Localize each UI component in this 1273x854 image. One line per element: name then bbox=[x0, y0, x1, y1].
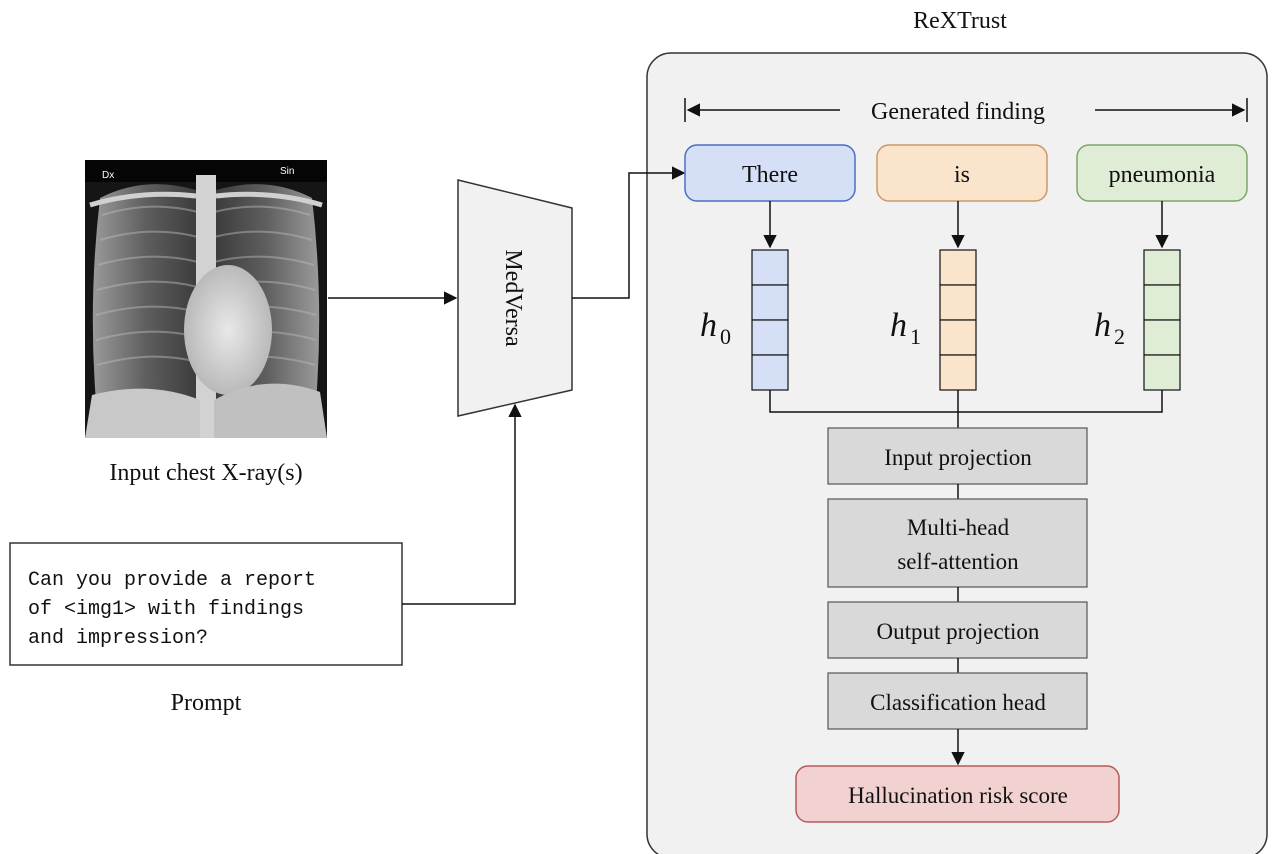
hidden-label-1: h bbox=[890, 307, 907, 344]
hidden-subscript-0: 0 bbox=[720, 324, 731, 349]
token-label-0: There bbox=[742, 162, 798, 188]
generated-finding-label: Generated finding bbox=[871, 99, 1045, 125]
hidden-cell-1-2 bbox=[939, 319, 977, 356]
medversa-label: MedVersa bbox=[500, 249, 526, 347]
hidden-cell-0-1 bbox=[751, 284, 789, 321]
prompt-line-3: and impression? bbox=[28, 627, 208, 650]
model-to-finding-arrow bbox=[572, 166, 686, 299]
merge-line bbox=[769, 390, 1163, 413]
classification-head-block bbox=[827, 672, 1088, 730]
xray-marker-dx: Dx bbox=[102, 170, 114, 181]
hidden-label-0: h bbox=[700, 307, 717, 344]
prompt-line-1: Can you provide a report bbox=[28, 569, 316, 592]
xray-caption: Input chest X-ray(s) bbox=[109, 460, 302, 486]
attention-label-line-2: self-attention bbox=[897, 549, 1019, 574]
hallucination-risk-box bbox=[795, 765, 1120, 823]
hidden-cell-1-3 bbox=[939, 354, 977, 391]
hidden-cell-0-3 bbox=[751, 354, 789, 391]
hidden-subscript-2: 2 bbox=[1114, 324, 1125, 349]
xray-marker-sin: Sin bbox=[280, 166, 294, 177]
attention-label-line-1: Multi-head bbox=[907, 515, 1010, 540]
hidden-cell-2-3 bbox=[1143, 354, 1181, 391]
hidden-cell-2-1 bbox=[1143, 284, 1181, 321]
chest-xray-image: Dx Sin bbox=[85, 160, 327, 438]
input-projection-label: Input projection bbox=[884, 445, 1032, 470]
hidden-subscript-1: 1 bbox=[910, 324, 921, 349]
prompt-caption: Prompt bbox=[171, 690, 242, 716]
classification-head-label: Classification head bbox=[870, 690, 1046, 715]
output-projection-label: Output projection bbox=[877, 619, 1040, 644]
diagram-title: ReXTrust bbox=[913, 8, 1007, 34]
input-projection-block bbox=[827, 427, 1088, 485]
output-projection-block bbox=[827, 601, 1088, 659]
hallucination-risk-label: Hallucination risk score bbox=[848, 783, 1068, 808]
hidden-cell-0-2 bbox=[751, 319, 789, 356]
token-box-1 bbox=[876, 144, 1048, 202]
hidden-label-2: h bbox=[1094, 307, 1111, 344]
hidden-cell-2-0 bbox=[1143, 249, 1181, 286]
hidden-cell-2-2 bbox=[1143, 319, 1181, 356]
hidden-cell-1-0 bbox=[939, 249, 977, 286]
token-label-2: pneumonia bbox=[1109, 162, 1216, 188]
medversa-block bbox=[457, 179, 573, 417]
token-label-1: is bbox=[954, 162, 970, 188]
hidden-cell-1-1 bbox=[939, 284, 977, 321]
hidden-cell-0-0 bbox=[751, 249, 789, 286]
attention-block bbox=[827, 498, 1088, 588]
prompt-to-model-arrow bbox=[402, 403, 522, 605]
prompt-line-2: of <img1> with findings bbox=[28, 598, 304, 621]
